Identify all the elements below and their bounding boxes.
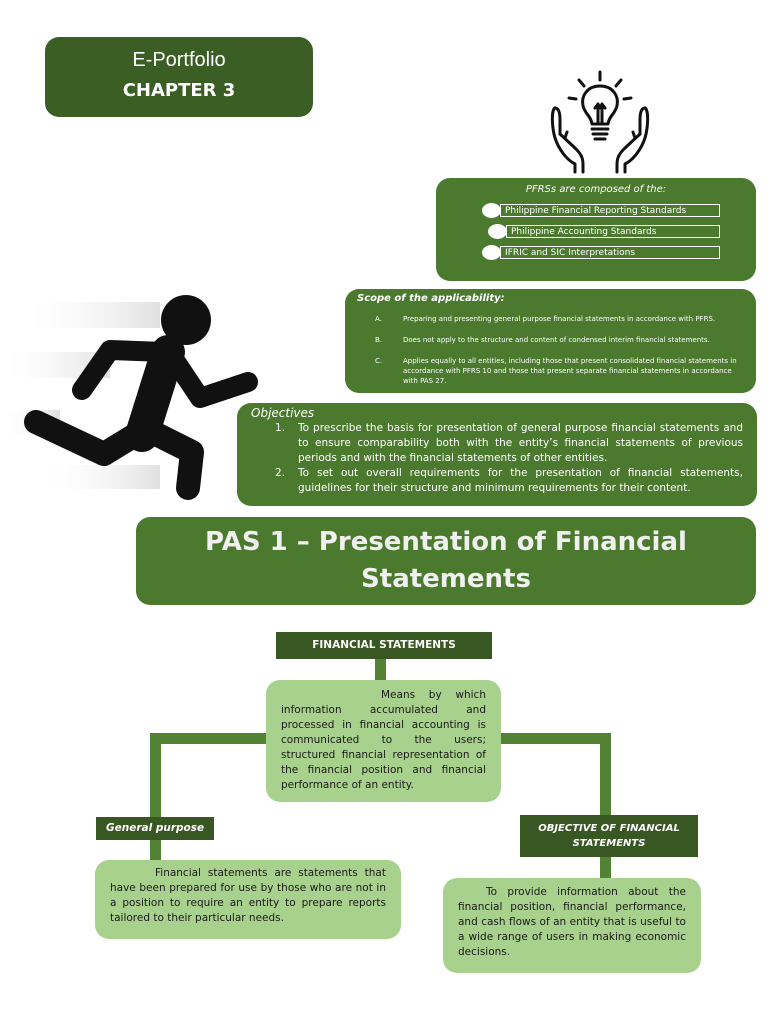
financial-statements-header: FINANCIAL STATEMENTS <box>276 632 492 659</box>
scope-letter: C. <box>375 357 383 365</box>
connector-line <box>600 733 611 816</box>
scope-text: Applies equally to all entities, includi… <box>403 357 737 385</box>
connector-line <box>150 733 161 818</box>
financial-statements-definition: Means by which information accumulated a… <box>266 680 501 802</box>
scope-box: Scope of the applicability: A. Preparing… <box>345 289 756 393</box>
connector-line <box>375 659 386 681</box>
definition-text: Means by which information accumulated a… <box>281 689 486 791</box>
objective-item: 2. To set out overall requirements for t… <box>275 466 743 496</box>
connector-line <box>600 857 611 879</box>
bullet-circle-icon <box>482 203 501 218</box>
scope-item: B. Does not apply to the structure and c… <box>375 335 745 345</box>
scope-heading: Scope of the applicability: <box>357 293 505 304</box>
objectives-box: Objectives 1. To prescribe the basis for… <box>237 403 757 506</box>
objective-item: 1. To prescribe the basis for presentati… <box>275 421 743 466</box>
objectives-heading: Objectives <box>251 406 315 420</box>
bullet-circle-icon <box>488 224 507 239</box>
objective-number: 1. <box>275 422 286 434</box>
connector-line <box>500 733 611 744</box>
objective-of-fs-text: To provide information about the financi… <box>458 886 686 958</box>
objective-text: To prescribe the basis for presentation … <box>298 422 743 464</box>
pas-title-banner: PAS 1 – Presentation of Financial Statem… <box>136 517 756 605</box>
pfrs-composition-box: PFRSs are composed of the: Philippine Fi… <box>436 178 756 281</box>
scope-letter: A. <box>375 315 382 323</box>
scope-item: C. Applies equally to all entities, incl… <box>375 356 745 386</box>
objective-of-fs-label: OBJECTIVE OF FINANCIAL STATEMENTS <box>520 815 698 857</box>
scope-text: Does not apply to the structure and cont… <box>403 336 710 344</box>
eportfolio-title: E-Portfolio <box>132 49 226 71</box>
bullet-circle-icon <box>482 245 501 260</box>
general-purpose-label: General purpose <box>96 817 214 840</box>
pfrs-heading: PFRSs are composed of the: <box>525 184 667 195</box>
running-person-icon <box>0 290 270 505</box>
chapter-label: CHAPTER 3 <box>122 80 236 101</box>
general-purpose-box: Financial statements are statements that… <box>95 860 401 939</box>
scope-text: Preparing and presenting general purpose… <box>403 315 716 323</box>
pas-title-line: Statements <box>361 564 531 594</box>
pfrs-list-item: IFRIC and SIC Interpretations <box>500 246 720 259</box>
general-purpose-text: Financial statements are statements that… <box>110 867 386 924</box>
header-banner: E-Portfolio CHAPTER 3 <box>45 37 313 117</box>
scope-letter: B. <box>375 336 383 344</box>
lightbulb-in-hands-icon <box>545 68 655 178</box>
scope-item: A. Preparing and presenting general purp… <box>375 314 745 324</box>
pfrs-list-item: Philippine Accounting Standards <box>506 225 720 238</box>
pfrs-list-item: Philippine Financial Reporting Standards <box>500 204 720 217</box>
connector-line <box>150 733 267 744</box>
objective-number: 2. <box>275 467 286 479</box>
pas-title-line: PAS 1 – Presentation of Financial <box>205 527 687 557</box>
objective-text: To set out overall requirements for the … <box>298 467 743 494</box>
objective-of-fs-box: To provide information about the financi… <box>443 878 701 973</box>
connector-line <box>150 840 161 861</box>
